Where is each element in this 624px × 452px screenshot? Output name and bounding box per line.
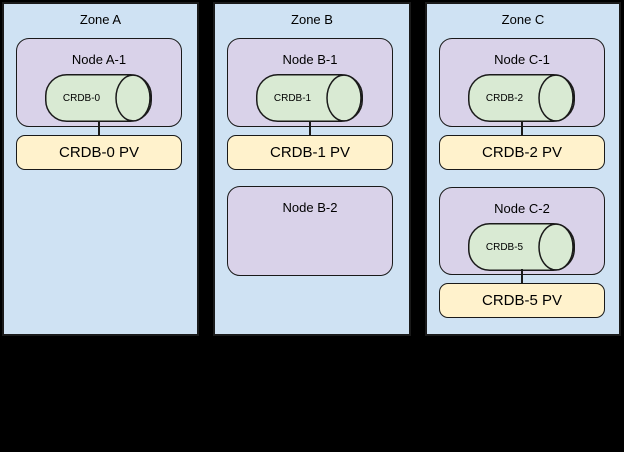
- zone-a-inner: Zone A Node A-1 CRDB-0 CRDB-0 PV: [4, 4, 197, 334]
- node-a1-label: Node A-1: [71, 52, 127, 67]
- crdb-0-pv-label: CRDB-0 PV: [58, 144, 140, 161]
- zone-b-inner: Zone B Node B-1 CRDB-1 CRDB-1 PV Node B-…: [215, 4, 409, 334]
- crdb-1-pv-label: CRDB-1 PV: [269, 144, 351, 161]
- crdb-5-pv-label: CRDB-5 PV: [481, 292, 563, 309]
- zone-a-label: Zone A: [79, 12, 122, 27]
- node-c1: Node C-1 CRDB-2: [439, 38, 605, 127]
- node-b1-label: Node B-1: [282, 52, 338, 67]
- crdb-1-pv: CRDB-1 PV: [227, 135, 393, 170]
- connector-crdb2-to-pv: [521, 121, 523, 135]
- connector-crdb1-to-pv: [309, 121, 311, 135]
- zone-c-label: Zone C: [501, 12, 545, 27]
- crdb-5-cylinder-icon: CRDB-5: [468, 223, 575, 271]
- crdb-0-cylinder-label: CRDB-0: [62, 92, 101, 104]
- crdb-2-pv-label: CRDB-2 PV: [481, 144, 563, 161]
- crdb-2-pv: CRDB-2 PV: [439, 135, 605, 170]
- node-b1: Node B-1 CRDB-1: [227, 38, 393, 127]
- zone-b-label: Zone B: [291, 12, 333, 27]
- crdb-2-cylinder-label: CRDB-2: [485, 92, 524, 104]
- crdb-2-cylinder-icon: CRDB-2: [468, 74, 575, 122]
- zone-a: Zone A Node A-1 CRDB-0 CRDB-0 PV: [2, 2, 199, 336]
- node-c1-label: Node C-1: [494, 52, 550, 67]
- zone-c-inner: Zone C Node C-1 CRDB-2 CRDB-2 PV Node C-…: [427, 4, 619, 334]
- node-c2: Node C-2 CRDB-5: [439, 187, 605, 275]
- node-b2: Node B-2: [227, 186, 393, 276]
- connector-crdb5-to-pv: [521, 269, 523, 283]
- crdb-5-pv: CRDB-5 PV: [439, 283, 605, 318]
- crdb-0-pv: CRDB-0 PV: [16, 135, 182, 170]
- zone-b: Zone B Node B-1 CRDB-1 CRDB-1 PV Node B-…: [213, 2, 411, 336]
- crdb-0-cylinder-icon: CRDB-0: [45, 74, 152, 122]
- crdb-5-cylinder-label: CRDB-5: [485, 241, 524, 253]
- node-c2-label: Node C-2: [494, 201, 550, 216]
- zone-c: Zone C Node C-1 CRDB-2 CRDB-2 PV Node C-…: [425, 2, 621, 336]
- node-b2-label: Node B-2: [282, 200, 338, 215]
- crdb-1-cylinder-icon: CRDB-1: [256, 74, 363, 122]
- crdb-1-cylinder-label: CRDB-1: [273, 92, 312, 104]
- node-a1: Node A-1 CRDB-0: [16, 38, 182, 127]
- connector-crdb0-to-pv: [98, 121, 100, 135]
